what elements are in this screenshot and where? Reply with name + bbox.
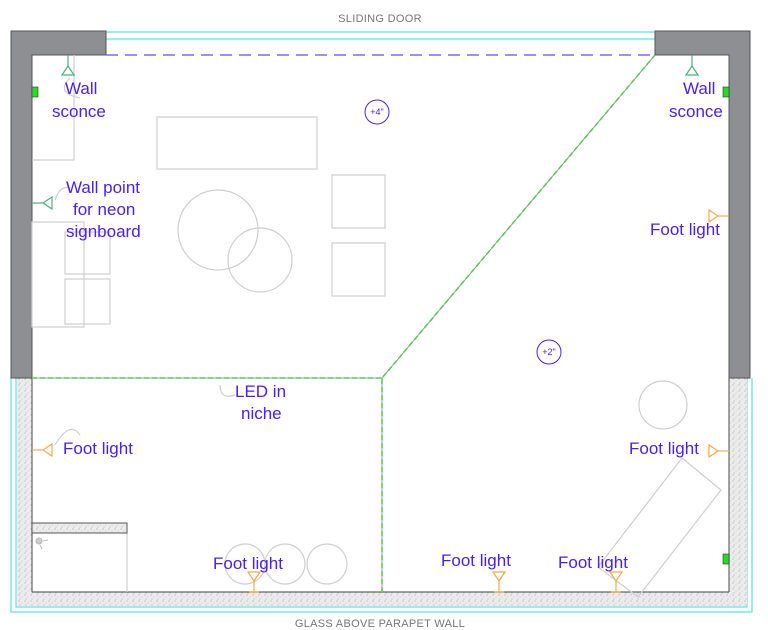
label-foot-light: Foot light xyxy=(63,439,133,458)
label-foot-light: Foot light xyxy=(558,553,628,572)
wall-sconce-icon xyxy=(684,55,700,76)
svg-text:sconce: sconce xyxy=(52,102,106,121)
foot-light-icon xyxy=(608,571,624,593)
foot-light-icon xyxy=(708,208,729,224)
svg-text:niche: niche xyxy=(241,404,282,423)
label-led-niche: LED in niche xyxy=(235,382,286,423)
svg-text:Wall point: Wall point xyxy=(66,178,140,197)
svg-text:+4": +4" xyxy=(370,107,383,117)
counter-ledge xyxy=(31,522,128,534)
svg-text:Wall: Wall xyxy=(683,79,715,98)
sliding-door-caption: SLIDING DOOR xyxy=(338,13,422,25)
led-strip xyxy=(32,54,656,592)
foot-light-icon xyxy=(708,443,729,459)
parapet-wall xyxy=(17,378,747,606)
label-wall-sconce-right: Wall sconce xyxy=(669,79,723,121)
label-neon-point: Wall point for neon signboard xyxy=(66,178,141,241)
floor-lamp-icon xyxy=(35,537,49,550)
label-foot-light: Foot light xyxy=(650,220,720,239)
level-tag-lower: +2" xyxy=(536,339,562,365)
label-foot-light: Foot light xyxy=(441,551,511,570)
switch-icon xyxy=(722,553,730,565)
label-wall-sconce-left: Wall sconce xyxy=(52,79,106,121)
svg-text:+2": +2" xyxy=(542,347,555,357)
glass-parapet-caption: GLASS ABOVE PARAPET WALL xyxy=(295,618,465,630)
wall-sconce-icon xyxy=(60,55,76,76)
level-tag-upper: +4" xyxy=(364,99,390,125)
svg-text:LED in: LED in xyxy=(235,382,286,401)
switch-icon xyxy=(722,86,730,98)
svg-text:for neon: for neon xyxy=(73,200,135,219)
svg-text:sconce: sconce xyxy=(669,102,723,121)
foot-light-icon xyxy=(246,571,262,593)
label-foot-light: Foot light xyxy=(629,439,699,458)
foot-light-icon xyxy=(32,442,53,458)
neon-point-icon xyxy=(32,195,53,211)
svg-text:Wall: Wall xyxy=(65,79,97,98)
svg-text:signboard: signboard xyxy=(66,222,141,241)
switch-icon xyxy=(31,86,39,98)
foot-light-icon xyxy=(491,571,507,593)
furniture xyxy=(31,55,722,598)
label-foot-light: Foot light xyxy=(213,554,283,573)
